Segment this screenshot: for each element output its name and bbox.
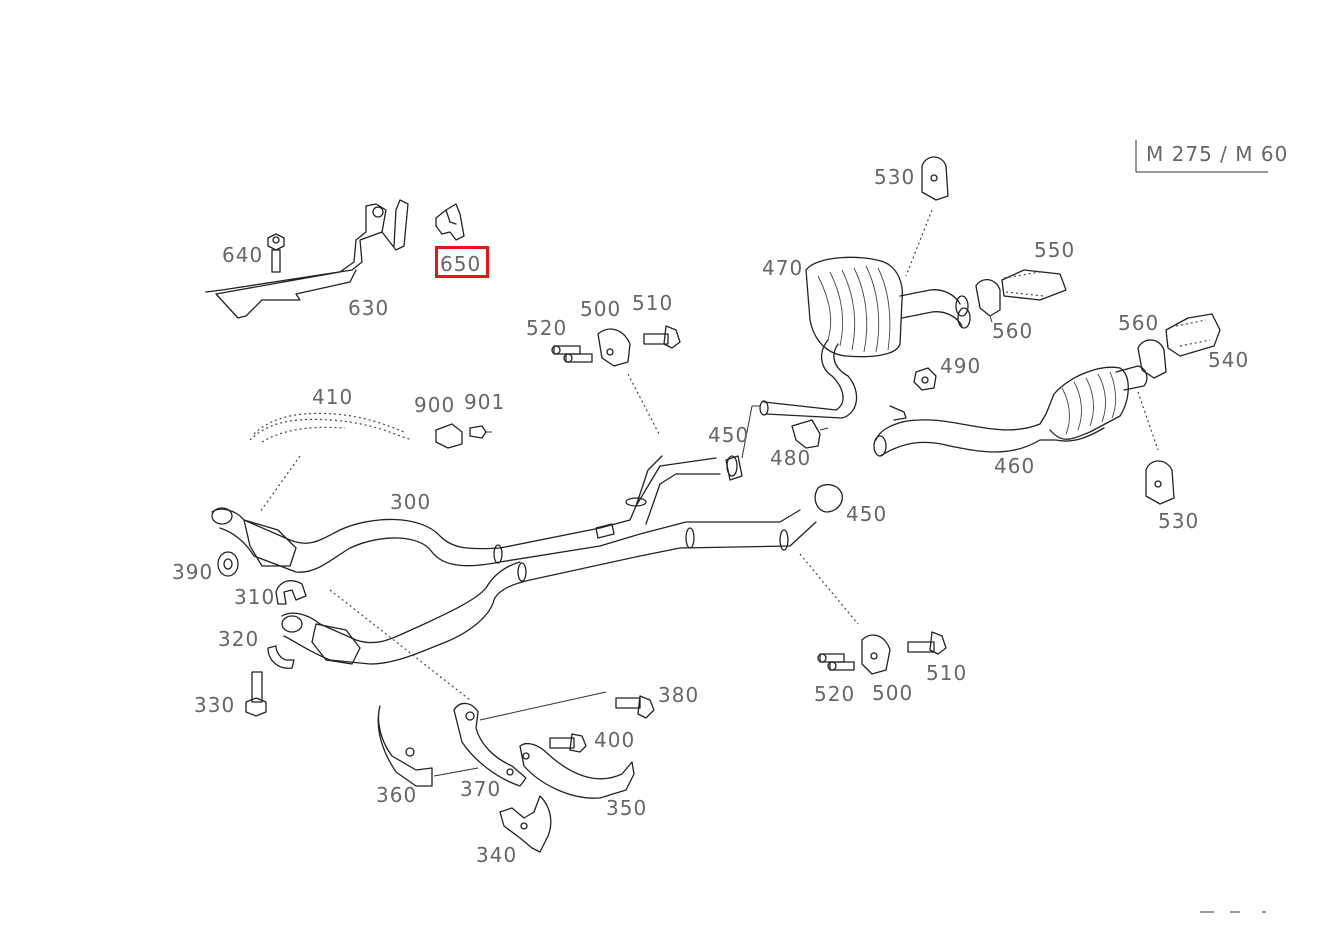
bracket-340[interactable] [499, 795, 552, 853]
leader-500-lower [799, 553, 859, 625]
label-300: 300 [390, 490, 431, 514]
clip-650[interactable] [435, 203, 465, 241]
label-510-upper: 510 [632, 291, 673, 315]
label-410: 410 [312, 385, 353, 409]
label-650[interactable]: 650 [440, 252, 481, 276]
rubber-mount-500-upper[interactable] [597, 328, 631, 367]
nut-490[interactable] [889, 367, 937, 421]
label-370: 370 [460, 777, 501, 801]
oxygen-sensor-cable-410[interactable] [249, 412, 413, 443]
label-330: 330 [194, 693, 235, 717]
model-label-box: M 275 / M 60 [1135, 140, 1288, 173]
leader-530-lower [1137, 391, 1159, 451]
label-340: 340 [476, 843, 517, 867]
bracket-630[interactable] [205, 199, 409, 319]
bolt-330[interactable] [245, 671, 267, 717]
label-901: 901 [464, 390, 505, 414]
bolt-400[interactable] [549, 733, 587, 753]
bracket-480[interactable] [791, 419, 829, 449]
label-450-lower: 450 [846, 502, 887, 526]
clamp-450-lower[interactable] [814, 483, 843, 513]
label-400: 400 [594, 728, 635, 752]
label-560-lower: 560 [1118, 311, 1159, 335]
tailpipe-tip-540[interactable] [1165, 313, 1221, 357]
label-390: 390 [172, 560, 213, 584]
washer-390[interactable] [217, 551, 239, 577]
bolt-520-lower[interactable] [817, 653, 855, 671]
leader-310 [329, 589, 471, 701]
label-640: 640 [222, 243, 263, 267]
clamp-310[interactable] [275, 580, 307, 605]
clamp-320[interactable] [267, 645, 295, 669]
label-520-upper: 520 [526, 316, 567, 340]
bracket-360[interactable] [377, 705, 433, 787]
label-560-upper: 560 [992, 319, 1033, 343]
label-350: 350 [606, 796, 647, 820]
part-labels: 640 650 630 410 900 901 300 390 310 320 … [172, 165, 1249, 867]
label-900: 900 [414, 393, 455, 417]
tailpipe-tip-550[interactable] [1001, 269, 1067, 301]
label-520-lower: 520 [814, 682, 855, 706]
label-530-upper: 530 [874, 165, 915, 189]
label-360: 360 [376, 783, 417, 807]
connector-901[interactable] [469, 425, 492, 439]
label-310: 310 [234, 585, 275, 609]
label-550: 550 [1034, 238, 1075, 262]
label-460: 460 [994, 454, 1035, 478]
bolt-510-lower[interactable] [907, 631, 947, 655]
label-500-lower: 500 [872, 681, 913, 705]
leader-lines-mounts [433, 691, 607, 777]
rubber-mount-530-upper[interactable] [921, 156, 949, 201]
bracket-370[interactable] [453, 702, 527, 787]
bolt-520-upper[interactable] [551, 345, 593, 363]
label-630: 630 [348, 296, 389, 320]
front-muffler-470[interactable] [759, 256, 971, 419]
rubber-mount-500-lower[interactable] [861, 634, 891, 675]
connector-900[interactable] [435, 423, 463, 449]
clamp-560-upper[interactable] [975, 279, 1001, 323]
model-label: M 275 / M 60 [1146, 142, 1288, 166]
leader-410 [259, 455, 301, 513]
bolt-380[interactable] [615, 695, 655, 719]
label-530-lower: 530 [1158, 509, 1199, 533]
rubber-mount-530-lower[interactable] [1145, 460, 1175, 505]
highlight-box-650 [435, 246, 489, 278]
leader-530-upper [905, 209, 933, 277]
clamp-560-lower[interactable] [1137, 339, 1167, 379]
label-540: 540 [1208, 348, 1249, 372]
clamp-450-upper[interactable] [725, 405, 760, 481]
bolt-510-upper[interactable] [643, 325, 681, 349]
label-500-upper: 500 [580, 297, 621, 321]
label-380: 380 [658, 683, 699, 707]
bracket-350[interactable] [519, 742, 635, 799]
label-470: 470 [762, 256, 803, 280]
label-490: 490 [940, 354, 981, 378]
label-450-upper: 450 [708, 423, 749, 447]
label-480: 480 [770, 446, 811, 470]
label-510-lower: 510 [926, 661, 967, 685]
bolt-640[interactable] [267, 233, 285, 273]
leader-500-upper [627, 373, 661, 437]
label-320: 320 [218, 627, 259, 651]
front-pipe-300[interactable] [211, 455, 817, 665]
rear-muffler-460[interactable] [873, 365, 1148, 457]
